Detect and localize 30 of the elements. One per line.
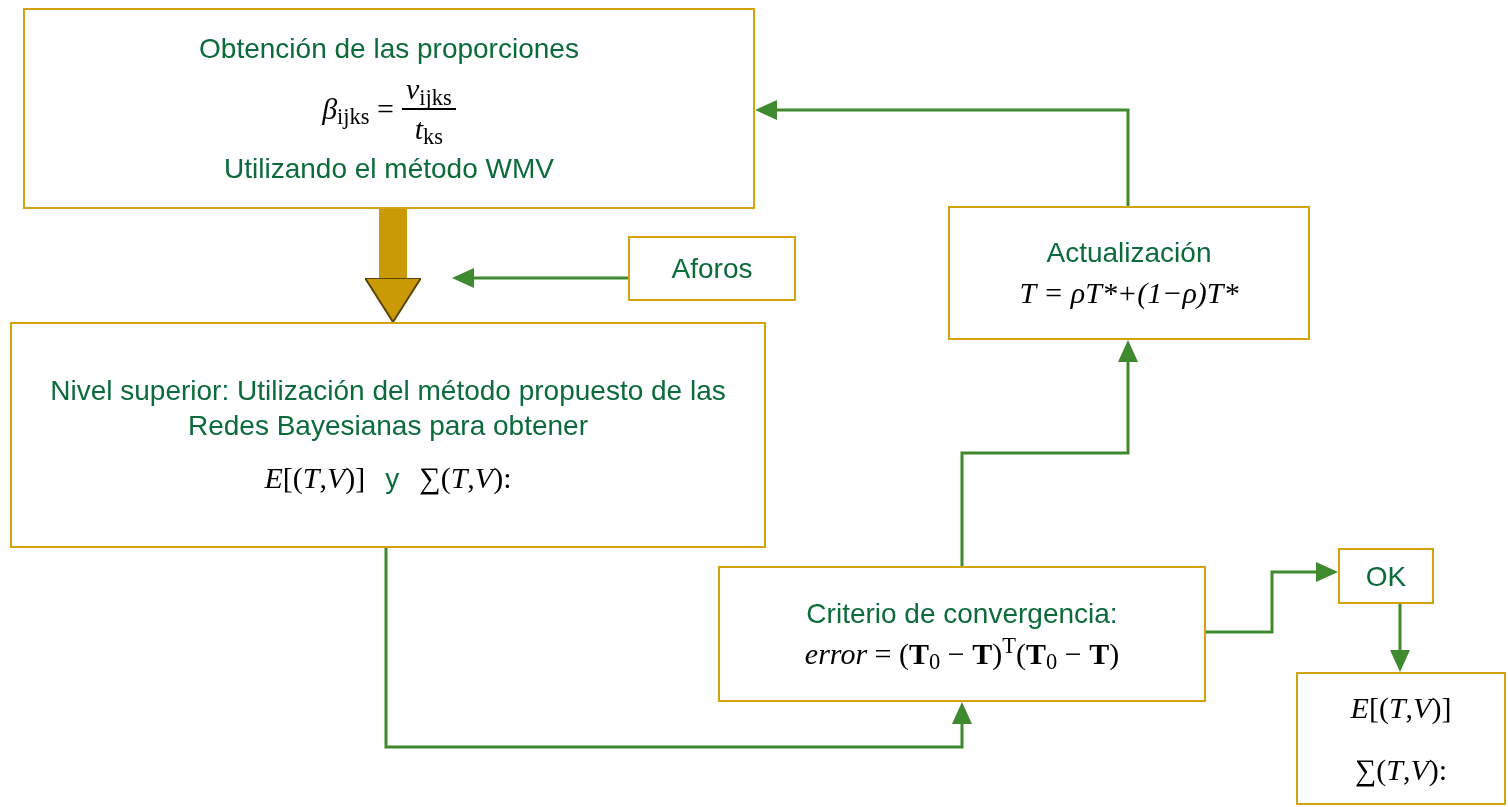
formula: ∑(T,V): [419, 460, 512, 497]
block-arrow [364, 209, 422, 323]
formula: E[(T,V)] [264, 460, 366, 497]
node-label: Aforos [671, 252, 753, 286]
formula: ∑(T,V): [1354, 751, 1448, 788]
node-text: Utilizando el método WMV [224, 152, 554, 186]
process-box [718, 566, 1206, 702]
node-heading: Obtención de las proporciones [199, 32, 579, 66]
formula: error = (T$_{0}$ − T)$^{T}$(T$_{0}$ − T) [804, 636, 1120, 670]
formula: E[(T,V)] [1350, 690, 1452, 726]
node-text: Nivel superior: Utilización del método propuesto de las Redes Bayesianas para obtener [49, 374, 727, 444]
connector-arrow [384, 548, 972, 749]
node-text: y [385, 461, 400, 496]
formula: β$_{ijks}$ = [322, 90, 394, 128]
formula: T = ρT*+(1−ρ)T* [1019, 275, 1239, 309]
node-heading: Criterio de convergencia: [806, 596, 1118, 631]
node-heading: Actualización [1046, 235, 1212, 270]
process-box [628, 236, 796, 301]
connector-arrow [755, 100, 1130, 206]
process-box [1296, 672, 1506, 805]
process-box [1338, 548, 1434, 604]
process-box [10, 322, 766, 548]
connector-arrow [960, 340, 1138, 566]
connector-arrow [452, 268, 628, 288]
process-box [948, 206, 1310, 340]
process-box [23, 8, 755, 209]
connector-arrow [1206, 562, 1338, 634]
node-label: OK [1365, 559, 1407, 594]
connector-arrow [1390, 604, 1410, 672]
formula: t$_{ks}$ [414, 111, 444, 145]
